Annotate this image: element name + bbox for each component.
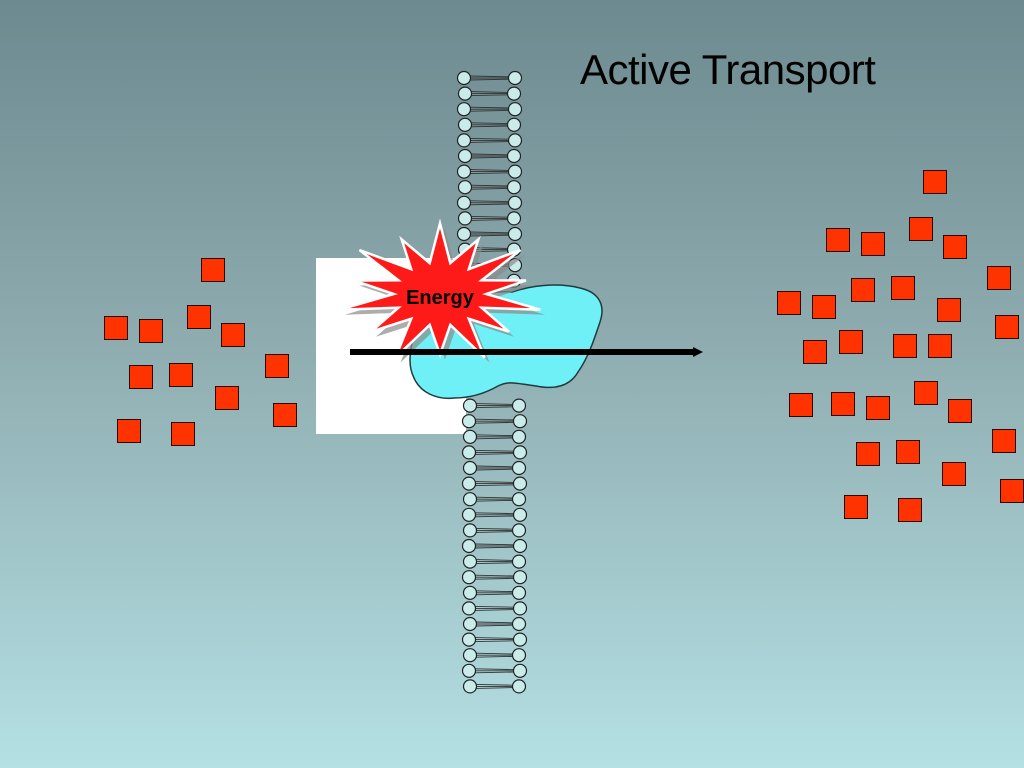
molecule bbox=[201, 258, 225, 282]
energy-label: Energy bbox=[406, 287, 475, 309]
molecule bbox=[171, 422, 195, 446]
molecule bbox=[139, 319, 163, 343]
molecule bbox=[909, 217, 933, 241]
molecule bbox=[1000, 479, 1024, 503]
molecule bbox=[866, 396, 890, 420]
molecule bbox=[117, 419, 141, 443]
molecule bbox=[187, 305, 211, 329]
molecule bbox=[861, 232, 885, 256]
molecules-low-concentration bbox=[104, 258, 297, 446]
molecule bbox=[992, 429, 1016, 453]
molecule bbox=[914, 381, 938, 405]
molecule bbox=[923, 170, 947, 194]
molecule bbox=[987, 266, 1011, 290]
molecule bbox=[169, 363, 193, 387]
molecule bbox=[812, 295, 836, 319]
molecule bbox=[273, 403, 297, 427]
molecule bbox=[803, 340, 827, 364]
molecule bbox=[831, 392, 855, 416]
molecule bbox=[129, 365, 153, 389]
molecule bbox=[893, 334, 917, 358]
molecule bbox=[777, 291, 801, 315]
molecule bbox=[896, 440, 920, 464]
molecule bbox=[215, 386, 239, 410]
molecule bbox=[851, 278, 875, 302]
molecule bbox=[789, 393, 813, 417]
molecule bbox=[943, 235, 967, 259]
molecule bbox=[265, 354, 289, 378]
molecule bbox=[948, 399, 972, 423]
molecule bbox=[844, 495, 868, 519]
molecule bbox=[891, 276, 915, 300]
molecule bbox=[898, 498, 922, 522]
molecule bbox=[839, 330, 863, 354]
molecule bbox=[104, 316, 128, 340]
molecule bbox=[826, 228, 850, 252]
molecule bbox=[856, 442, 880, 466]
molecule bbox=[221, 323, 245, 347]
molecules-high-concentration bbox=[777, 170, 1024, 522]
molecule bbox=[995, 315, 1019, 339]
molecule bbox=[937, 298, 961, 322]
molecule bbox=[928, 334, 952, 358]
slide-title: Active Transport bbox=[580, 46, 876, 93]
molecule bbox=[942, 462, 966, 486]
